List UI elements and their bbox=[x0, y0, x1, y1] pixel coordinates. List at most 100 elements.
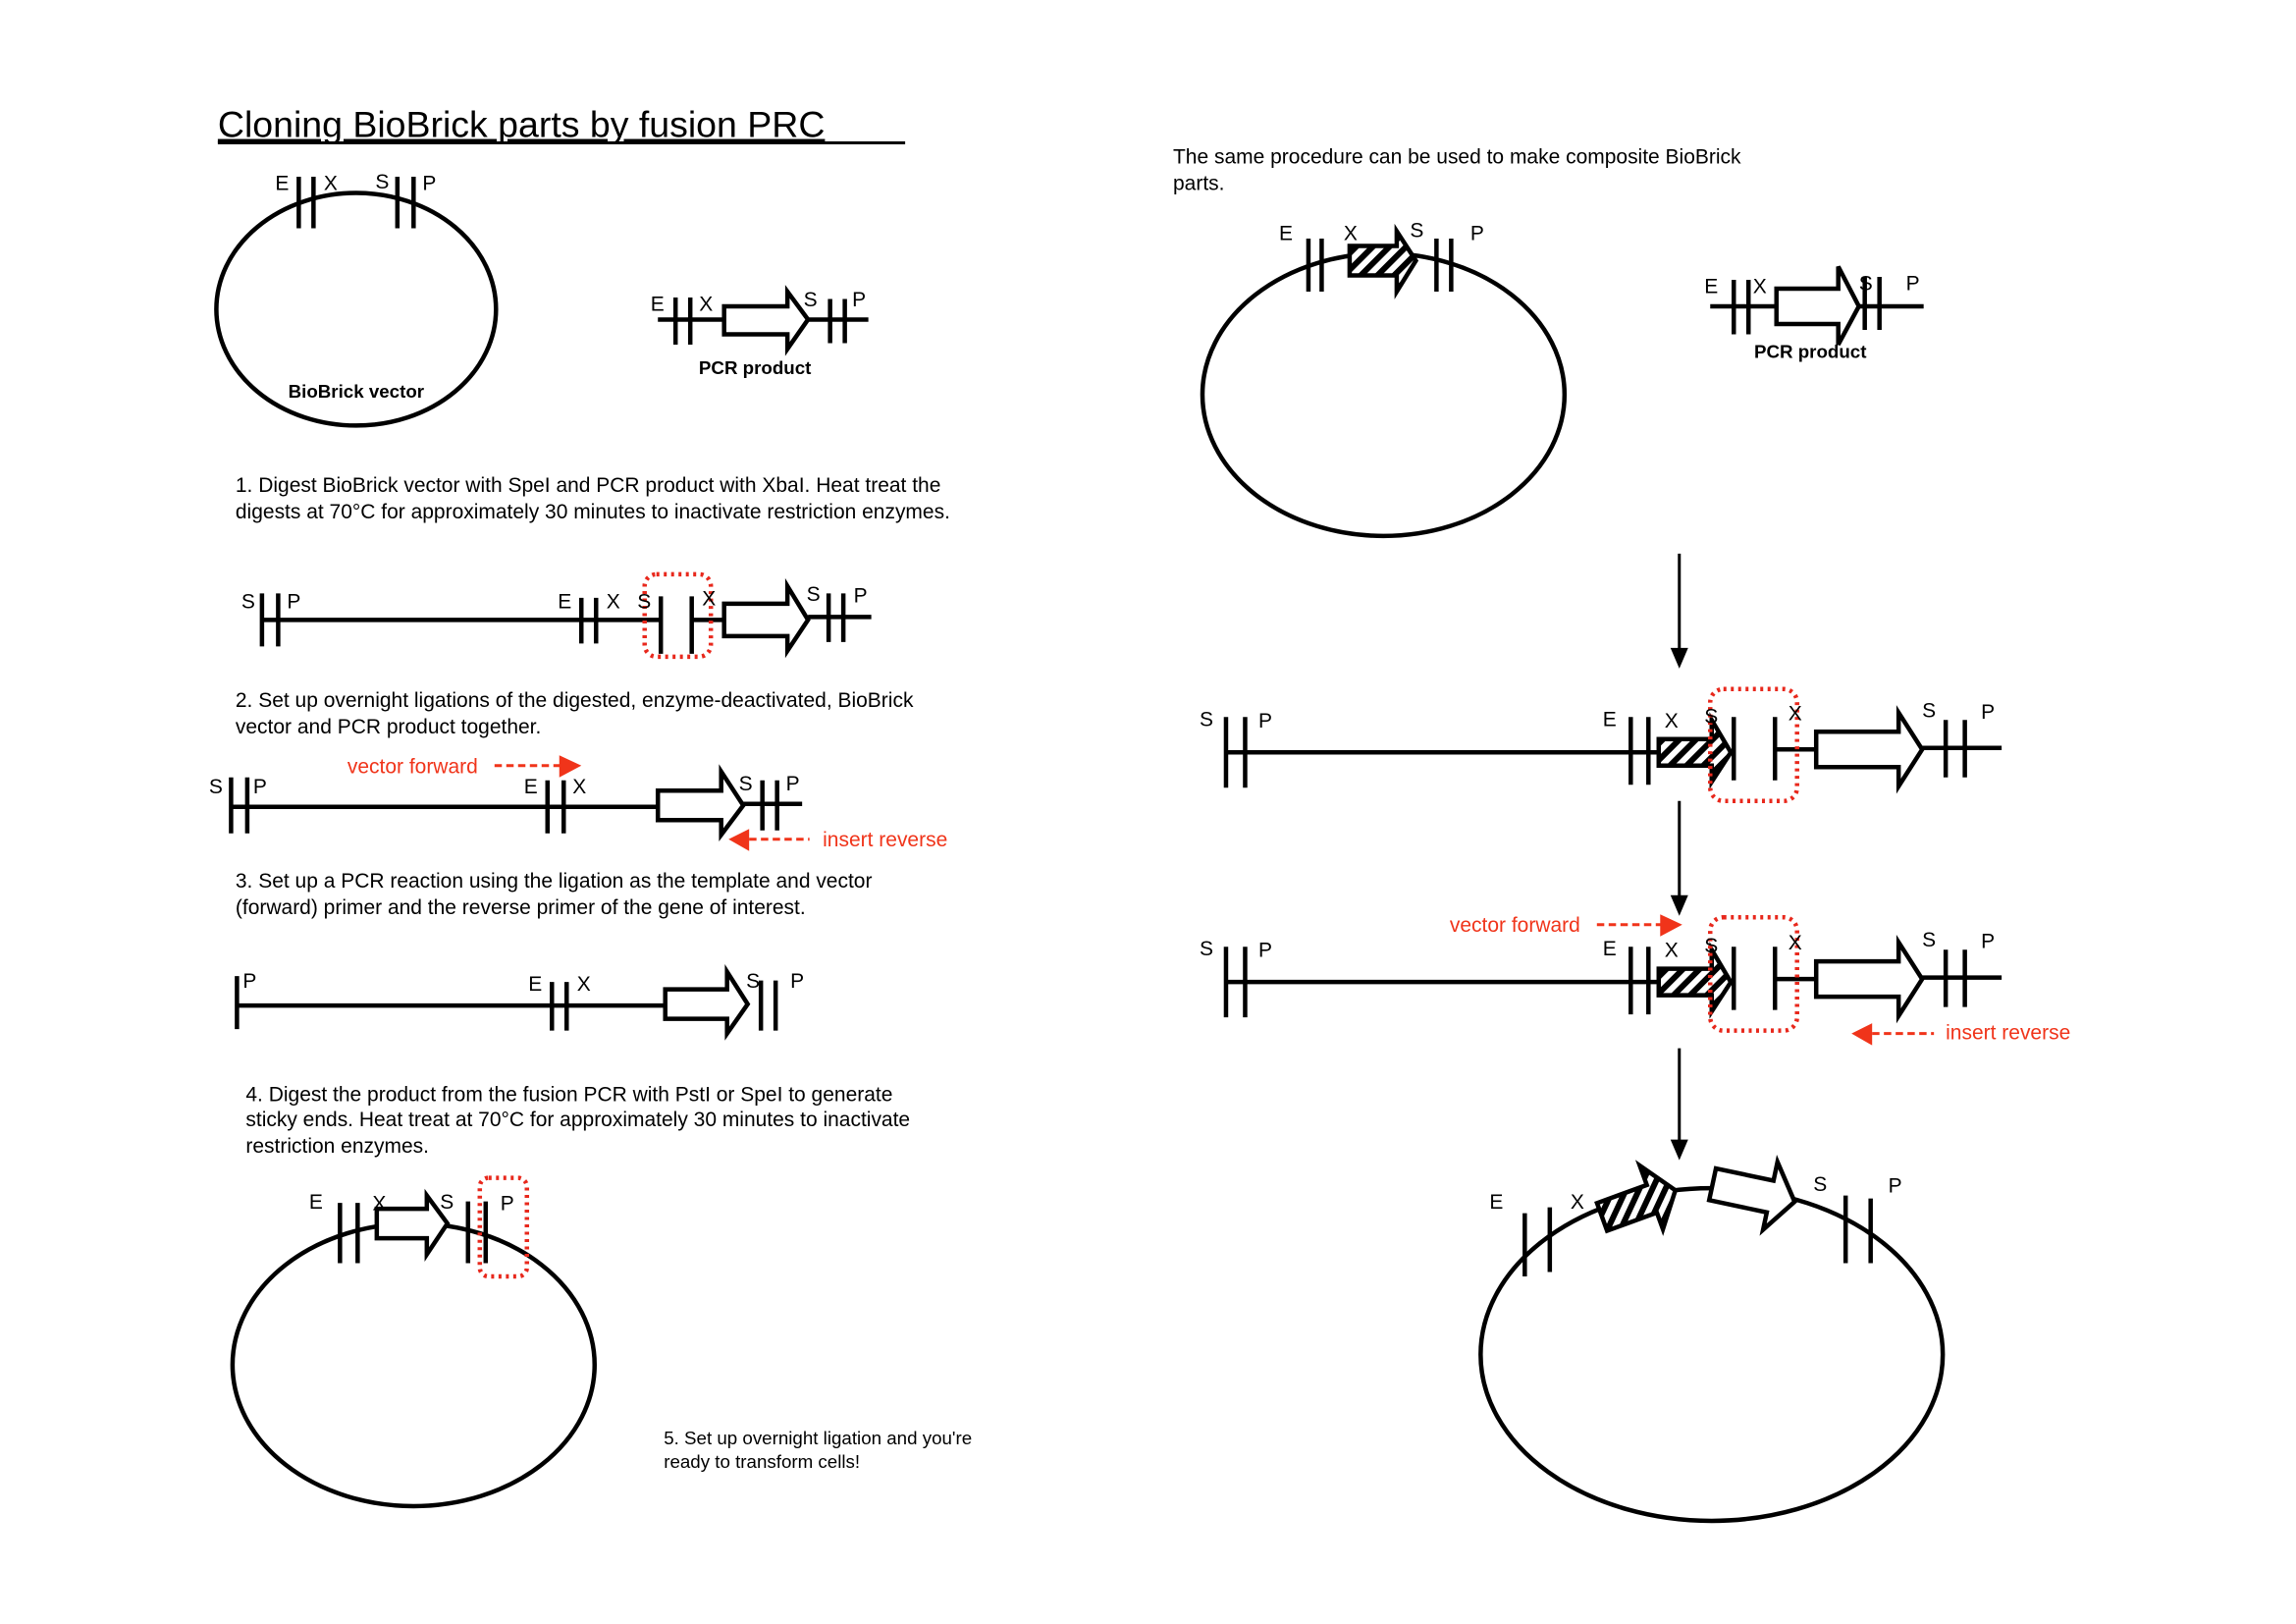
site-label-s: S bbox=[1704, 705, 1718, 728]
site-label-p: P bbox=[1258, 940, 1272, 962]
site-label-p: P bbox=[786, 773, 800, 795]
site-label-x: X bbox=[577, 973, 591, 996]
site-label-s: S bbox=[209, 776, 223, 798]
site-label-x: X bbox=[1571, 1191, 1584, 1214]
site-label-p: P bbox=[501, 1193, 514, 1216]
highlight-box bbox=[477, 1175, 530, 1279]
site-label-e: E bbox=[1489, 1191, 1503, 1214]
highlight-box bbox=[1708, 686, 1799, 804]
site-label-x: X bbox=[324, 173, 338, 195]
site-label-p: P bbox=[1981, 701, 1995, 724]
composite-plasmid: E X S P bbox=[1478, 1155, 1946, 1524]
composite-note-text: The same procedure can be used to make c… bbox=[1173, 146, 1741, 169]
site-label-s: S bbox=[1200, 938, 1213, 960]
site-label-s: S bbox=[440, 1191, 454, 1214]
site-label-s: S bbox=[241, 590, 255, 613]
site-label-s: S bbox=[804, 289, 818, 311]
insert-reverse-primer-label: insert reverse bbox=[1946, 1022, 2070, 1045]
pcr-product-label: PCR product bbox=[699, 357, 812, 378]
fusion-pcr-product: P E X S P bbox=[235, 963, 804, 1041]
site-label-x: X bbox=[1789, 702, 1802, 725]
site-label-e: E bbox=[1603, 708, 1617, 731]
site-label-p: P bbox=[1889, 1175, 1902, 1198]
step-5-text: 5. Set up overnight ligation and you're bbox=[664, 1428, 972, 1448]
site-label-p: P bbox=[1258, 710, 1272, 732]
site-label-s: S bbox=[375, 171, 389, 193]
site-label-x: X bbox=[607, 590, 620, 613]
flow-arrows bbox=[1670, 553, 1688, 1161]
site-label-x: X bbox=[372, 1193, 386, 1216]
site-label-e: E bbox=[1279, 222, 1293, 244]
biobrick-vector-plasmid: E X S P BioBrick vector bbox=[214, 171, 499, 428]
site-label-x: X bbox=[1665, 710, 1679, 732]
biobrick-vector-label: BioBrick vector bbox=[289, 381, 424, 402]
site-label-p: P bbox=[1906, 272, 1920, 295]
site-label-s: S bbox=[1813, 1173, 1827, 1196]
site-label-e: E bbox=[528, 973, 542, 996]
site-label-s: S bbox=[1922, 929, 1936, 951]
site-label-e: E bbox=[524, 776, 538, 798]
recombinant-plasmid: E X S P bbox=[230, 1175, 597, 1509]
site-label-x: X bbox=[1665, 940, 1679, 962]
site-label-p: P bbox=[854, 584, 868, 607]
page-title: Cloning BioBrick parts by fusion PRC bbox=[218, 104, 826, 145]
ligation-product: vector forward S P E X S P insert revers… bbox=[209, 755, 947, 851]
composite-note-text: parts. bbox=[1173, 173, 1224, 195]
step-4-text: 4. Digest the product from the fusion PC… bbox=[245, 1084, 892, 1107]
pcr-product-2: E X S P PCR product bbox=[1704, 265, 1924, 361]
step-1-text: digests at 70°C for approximately 30 min… bbox=[236, 501, 950, 523]
site-label-x: X bbox=[702, 587, 716, 610]
step-1-text: 1. Digest BioBrick vector with SpeI and … bbox=[236, 474, 940, 497]
site-label-e: E bbox=[309, 1191, 323, 1214]
site-label-e: E bbox=[1704, 275, 1718, 298]
hatched-part-arrow bbox=[1656, 941, 1734, 1019]
step-4-text: restriction enzymes. bbox=[245, 1135, 429, 1158]
site-label-x: X bbox=[572, 776, 586, 798]
site-label-s: S bbox=[746, 970, 760, 993]
site-label-s: S bbox=[1200, 708, 1213, 731]
hatched-part-arrow bbox=[1594, 1160, 1679, 1236]
site-label-s: S bbox=[1922, 699, 1936, 722]
step-4-text: sticky ends. Heat treat at 70°C for appr… bbox=[245, 1109, 910, 1131]
highlight-box bbox=[642, 571, 714, 660]
site-label-e: E bbox=[1603, 938, 1617, 960]
site-label-p: P bbox=[287, 590, 300, 613]
step-2-text: 2. Set up overnight ligations of the dig… bbox=[236, 689, 914, 712]
composite-vector-plasmid: E X S P bbox=[1200, 220, 1568, 539]
step-2-text: vector and PCR product together. bbox=[236, 716, 541, 738]
vector-forward-primer-label: vector forward bbox=[1450, 914, 1580, 937]
site-label-s: S bbox=[807, 583, 821, 606]
site-label-s: S bbox=[1410, 220, 1423, 243]
site-label-p: P bbox=[1981, 931, 1995, 953]
site-label-x: X bbox=[1344, 222, 1358, 244]
hatched-part-arrow bbox=[1347, 223, 1419, 299]
step-3-text: (forward) primer and the reverse primer … bbox=[236, 896, 806, 919]
site-label-s: S bbox=[1859, 272, 1873, 295]
site-label-e: E bbox=[558, 590, 571, 613]
step-5-text: ready to transform cells! bbox=[664, 1451, 860, 1472]
highlight-box bbox=[1708, 914, 1799, 1033]
insert-reverse-primer-label: insert reverse bbox=[823, 829, 947, 851]
site-label-p: P bbox=[422, 173, 436, 195]
site-label-p: P bbox=[852, 289, 866, 311]
composite-ligation-product: vector forward S P E X S X S P insert re… bbox=[1200, 914, 2070, 1046]
site-label-s: S bbox=[637, 590, 651, 613]
site-label-p: P bbox=[790, 970, 804, 993]
site-label-x: X bbox=[1753, 275, 1767, 298]
site-label-s: S bbox=[739, 773, 753, 795]
vector-forward-primer-label: vector forward bbox=[347, 755, 478, 778]
site-label-x: X bbox=[699, 293, 713, 315]
pcr-product-1: E X S P PCR product bbox=[651, 285, 869, 378]
site-label-e: E bbox=[651, 293, 665, 315]
site-label-p: P bbox=[1470, 222, 1484, 244]
site-label-s: S bbox=[1704, 935, 1718, 957]
site-label-p: P bbox=[253, 776, 267, 798]
site-label-x: X bbox=[1789, 932, 1802, 954]
step-3-text: 3. Set up a PCR reaction using the ligat… bbox=[236, 870, 873, 893]
hatched-part-arrow bbox=[1656, 712, 1734, 789]
pcr-product-label: PCR product bbox=[1754, 341, 1867, 361]
composite-digested-fragments: S P E X S X S P bbox=[1200, 686, 2002, 804]
digested-fragments: S P E X S X S P bbox=[241, 571, 872, 660]
site-label-e: E bbox=[275, 173, 289, 195]
